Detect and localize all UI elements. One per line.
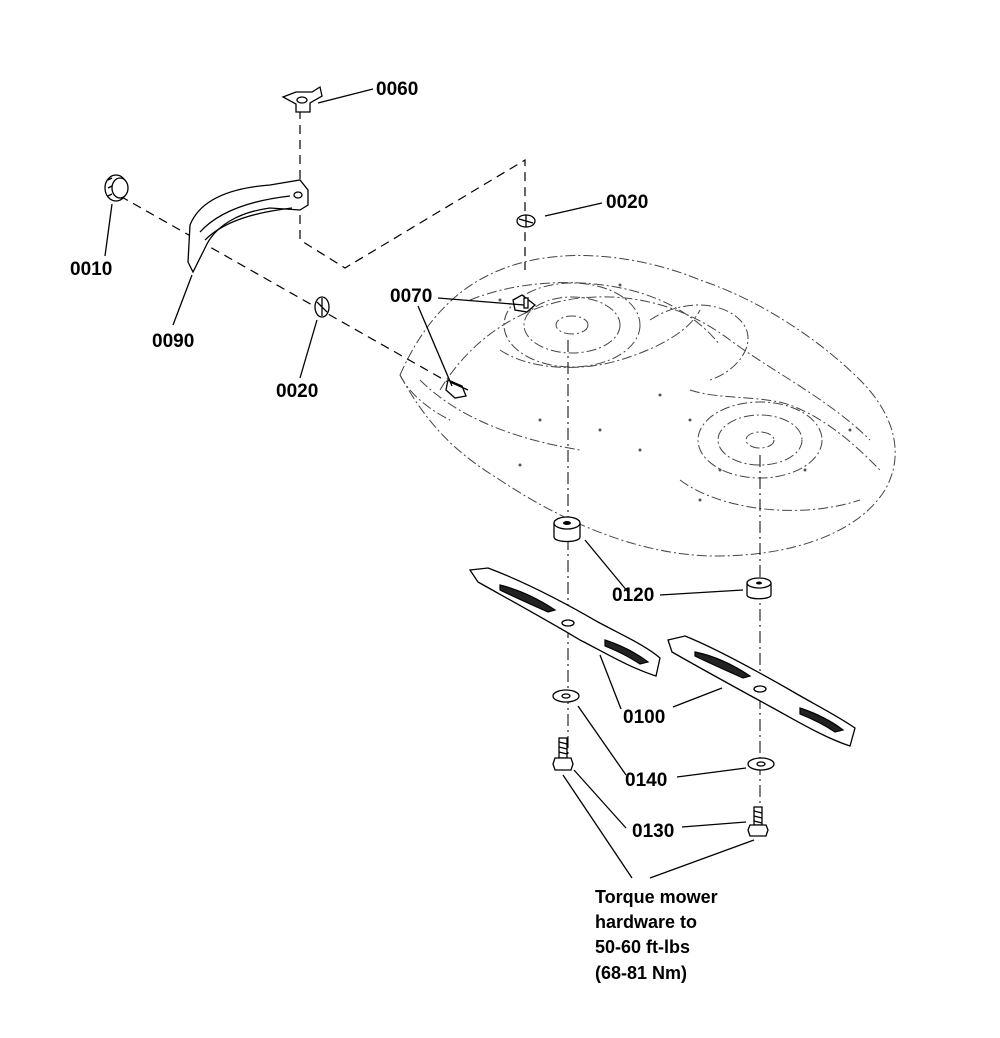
callout-0100: 0100: [623, 707, 665, 728]
callout-0130: 0130: [632, 821, 674, 842]
assembly-line-bolt: [119, 195, 456, 387]
spacer-0120-right: [746, 577, 772, 600]
knob-0010: [104, 174, 129, 202]
blade-bolt-0130-left: [552, 737, 574, 771]
star-washer-0020-left: [314, 296, 330, 318]
callout-0020-top: 0020: [606, 192, 648, 213]
callout-0070: 0070: [390, 286, 432, 307]
torque-note-line1: Torque mower: [595, 887, 718, 907]
washer-0140-right: [747, 757, 775, 771]
mower-blade-0100-right: [667, 635, 856, 747]
star-washer-0020-top: [516, 214, 536, 228]
mower-blade-0100-left: [468, 567, 661, 677]
mower-deck: [399, 255, 896, 557]
callout-0010: 0010: [70, 259, 112, 280]
torque-note-line3: 50-60 ft-lbs: [595, 937, 690, 957]
torque-note-line2: hardware to: [595, 912, 697, 932]
callout-0060: 0060: [376, 79, 418, 100]
discharge-chute-0090: [187, 179, 309, 274]
leader-lines: [104, 88, 755, 879]
bolt-0070-deck: [512, 294, 537, 313]
spacer-0120-left: [553, 516, 581, 543]
callout-0090: 0090: [152, 331, 194, 352]
bolt-0070-chute: [445, 379, 469, 399]
assembly-line-nut: [299, 110, 526, 270]
wing-nut-0060: [281, 85, 323, 113]
torque-note-line4: (68-81 Nm): [595, 963, 687, 983]
callout-0120: 0120: [612, 585, 654, 606]
callout-0140: 0140: [625, 770, 667, 791]
torque-note: Torque mower hardware to 50-60 ft-lbs (6…: [595, 887, 718, 983]
blade-bolt-0130-right: [747, 806, 769, 837]
washer-0140-left: [552, 689, 580, 703]
callout-0020-left: 0020: [276, 381, 318, 402]
